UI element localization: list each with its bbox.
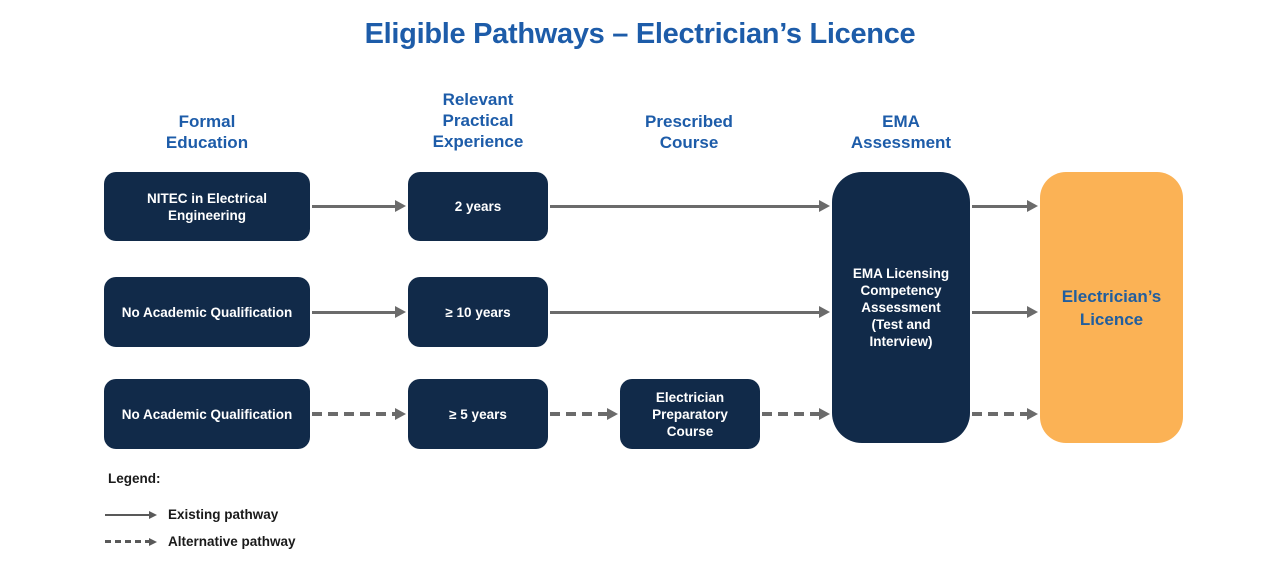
- existing-pathway-arrow: [972, 306, 1038, 318]
- arrow-line: [550, 204, 819, 208]
- arrow-line: [972, 204, 1027, 208]
- arrow-head-icon: [395, 306, 406, 318]
- arrow-head-icon: [1027, 200, 1038, 212]
- alternative-pathway-arrow: [550, 408, 618, 420]
- arrow-line: [972, 310, 1027, 314]
- node-education-nitec: NITEC in Electrical Engineering: [104, 172, 310, 241]
- legend-item-alternative: Alternative pathway: [105, 534, 296, 549]
- existing-pathway-arrow: [972, 200, 1038, 212]
- arrow-head-icon: [1027, 306, 1038, 318]
- alternative-pathway-arrow: [972, 408, 1038, 420]
- legend-title: Legend:: [108, 471, 161, 486]
- arrow-line: [762, 412, 819, 416]
- arrow-head-icon: [395, 408, 406, 420]
- node-ema-licensing-competency-assessment: EMA Licensing Competency Assessment (Tes…: [832, 172, 970, 443]
- arrow-head-icon: [149, 510, 157, 519]
- arrow-line: [312, 412, 395, 416]
- arrow-line: [312, 204, 395, 208]
- arrow-line: [312, 310, 395, 314]
- arrow-line: [550, 412, 607, 416]
- arrow-head-icon: [819, 200, 830, 212]
- arrow-line: [550, 310, 819, 314]
- column-header-practical-experience: Relevant Practical Experience: [432, 90, 524, 151]
- node-education-none-row3: No Academic Qualification: [104, 379, 310, 449]
- node-electrician-preparatory-course: Electrician Preparatory Course: [620, 379, 760, 449]
- arrow-head-icon: [149, 537, 157, 546]
- arrow-head-icon: [1027, 408, 1038, 420]
- existing-pathway-arrow-icon: [105, 510, 157, 520]
- arrow-head-icon: [819, 306, 830, 318]
- arrow-line: [105, 513, 149, 516]
- legend-label-alternative: Alternative pathway: [168, 534, 296, 549]
- arrow-line: [105, 540, 149, 543]
- legend-label-existing: Existing pathway: [168, 507, 279, 522]
- legend-item-existing: Existing pathway: [105, 507, 278, 522]
- node-education-none-row2: No Academic Qualification: [104, 277, 310, 347]
- arrow-head-icon: [395, 200, 406, 212]
- node-experience-2-years: 2 years: [408, 172, 548, 241]
- arrow-head-icon: [819, 408, 830, 420]
- alternative-pathway-arrow-icon: [105, 537, 157, 547]
- alternative-pathway-arrow: [762, 408, 830, 420]
- column-header-formal-education: Formal Education: [165, 112, 249, 152]
- existing-pathway-arrow: [312, 200, 406, 212]
- page-title: Eligible Pathways – Electrician’s Licenc…: [364, 18, 916, 50]
- column-header-prescribed-course: Prescribed Course: [645, 112, 733, 152]
- existing-pathway-arrow: [550, 306, 830, 318]
- arrow-head-icon: [607, 408, 618, 420]
- existing-pathway-arrow: [312, 306, 406, 318]
- column-header-ema-assessment: EMA Assessment: [850, 112, 952, 152]
- existing-pathway-arrow: [550, 200, 830, 212]
- node-experience-10-years: ≥ 10 years: [408, 277, 548, 347]
- arrow-line: [972, 412, 1027, 416]
- node-electricians-licence: Electrician’s Licence: [1040, 172, 1183, 443]
- node-experience-5-years: ≥ 5 years: [408, 379, 548, 449]
- alternative-pathway-arrow: [312, 408, 406, 420]
